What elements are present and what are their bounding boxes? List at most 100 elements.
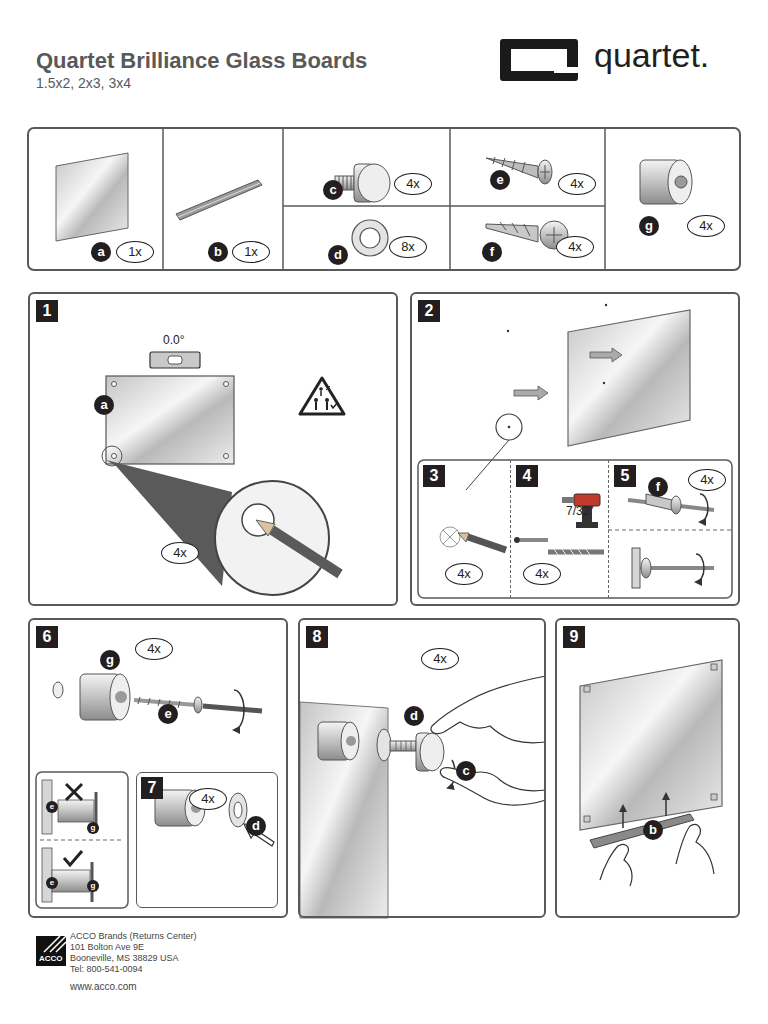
parts-cell: a1x: [28, 128, 163, 270]
part-cap-bolt-part: [358, 164, 390, 202]
step-panel: 1: [28, 292, 398, 606]
parts-strip-part: [28, 128, 740, 270]
part-marker-tray-part: [178, 183, 260, 217]
quantity-oval: 1x: [232, 241, 270, 263]
brand-logo-mark-part: [554, 67, 580, 73]
parts-strip-part: [282, 128, 284, 270]
part-letter-badge: a: [91, 242, 111, 262]
quantity-oval: 4x: [445, 563, 483, 585]
step-number: 9: [563, 626, 585, 648]
parts-cell: d8x: [283, 206, 450, 270]
text-label: 0.0°: [163, 334, 184, 347]
step7-art-part: [234, 802, 242, 818]
step3-art-part: [440, 527, 460, 547]
step8-art-part: [346, 736, 356, 746]
part-letter-badge: c: [456, 761, 476, 781]
quantity-oval: 4x: [558, 173, 596, 195]
step-panel: 2345: [410, 292, 740, 606]
step2-art: [418, 304, 732, 598]
step-number: 8: [306, 626, 328, 648]
part-standoff: [640, 160, 692, 204]
step6-art-part: [110, 674, 130, 720]
step6-art-part: [234, 690, 244, 730]
part-letter-badge: e: [490, 170, 510, 190]
step1-art-part: [300, 378, 344, 414]
step3-art-part: [468, 537, 506, 550]
step1-art-part: [319, 387, 323, 391]
step6-art-part: [40, 840, 124, 841]
part-letter-badge: g: [87, 880, 99, 892]
part-letter-badge: d: [404, 706, 424, 726]
step-number: 7: [141, 777, 163, 799]
parts-strip-part: [283, 205, 605, 207]
text-label: www.acco.com: [70, 981, 137, 992]
part-letter-badge: b: [643, 820, 663, 840]
part-cap-bolt: [335, 164, 390, 202]
step1-art-part: [320, 391, 322, 396]
step1-art: [102, 352, 344, 595]
step4-art-part: [548, 550, 604, 555]
part-wall-anchor-part: [500, 222, 530, 236]
quantity-oval: 4x: [688, 469, 726, 491]
step8-art-part: [300, 702, 388, 918]
part-letter-badge: f: [482, 242, 502, 262]
step1-art-part: [326, 402, 328, 410]
step5-art-part: [700, 494, 708, 522]
step6-art-part: [58, 800, 94, 822]
step9-art-part: [711, 664, 717, 670]
step2-art-part: [507, 330, 509, 332]
text-label: 101 Bolton Ave 9E: [70, 943, 144, 953]
step9-art-part: [580, 660, 722, 830]
step6-art-part: [42, 848, 52, 902]
acco-logo-mark: [36, 936, 66, 966]
parts-strip: [28, 128, 740, 270]
step8-art-part: [390, 741, 416, 751]
step8-art-part: [420, 733, 444, 771]
step9-art-part: [665, 794, 667, 816]
step2-art-part: [608, 530, 732, 531]
step9-art-part: [600, 844, 632, 886]
part-glass-board-part: [56, 153, 128, 241]
step1-art-part: [272, 530, 340, 574]
part-standoff-part: [675, 176, 687, 188]
step-number: 1: [36, 300, 58, 322]
step8-art: [300, 676, 546, 918]
quantity-oval: 8x: [389, 236, 427, 258]
step8-art-part: [431, 676, 546, 743]
part-letter-badge: b: [208, 242, 228, 262]
part-marker-tray-part: [176, 180, 262, 220]
quantity-oval: 4x: [189, 788, 227, 810]
quantity-oval: 4x: [394, 173, 432, 195]
part-letter-badge: e: [46, 801, 58, 813]
step9-art-part: [676, 824, 714, 874]
sheet-title: Quartet Brilliance Glass Boards: [36, 48, 367, 74]
step1-art-part: [224, 454, 229, 459]
parts-cell: b1x: [163, 128, 283, 270]
step9-art-part: [590, 814, 694, 848]
step2-art-part: [590, 348, 622, 362]
part-letter-badge: g: [87, 822, 99, 834]
part-standoff-part: [668, 160, 692, 204]
step6-art-part: [66, 784, 82, 800]
step4-art-part: [520, 538, 548, 542]
acco-logo-mark-part: [44, 936, 66, 952]
quantity-oval: 4x: [135, 638, 173, 660]
text-label: ACCO Brands (Returns Center): [70, 932, 197, 942]
step9-art: [580, 660, 722, 886]
step1-art-part: [150, 352, 200, 368]
parts-strip-part: [449, 128, 451, 270]
part-washer-part: [352, 220, 388, 256]
step2-art-part: [568, 310, 690, 446]
part-letter-badge: e: [46, 877, 58, 889]
part-letter-badge: g: [100, 650, 120, 670]
step4-art-part: [554, 549, 590, 555]
part-screw-part: [493, 157, 495, 164]
step1-art-part: [325, 398, 329, 402]
quantity-oval: 4x: [556, 236, 594, 258]
part-wall-anchor-part: [486, 224, 538, 242]
part-screw-part: [512, 160, 515, 170]
text-label: 7/32": [566, 505, 594, 518]
quantity-oval: 4x: [523, 563, 561, 585]
step6-art-part: [194, 697, 202, 713]
